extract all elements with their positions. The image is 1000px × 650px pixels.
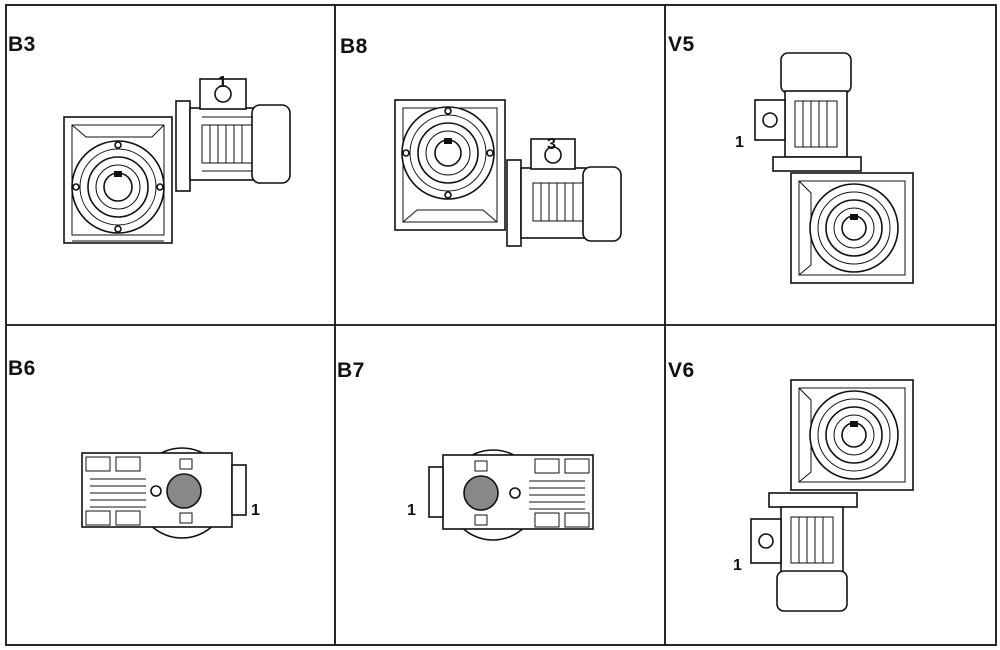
callout-label: 1: [407, 502, 416, 519]
gearbox-b3-drawing: 1: [63, 74, 291, 244]
cell-v5: V5: [665, 5, 996, 325]
gearbox-b8-drawing: 3: [394, 99, 622, 247]
cell-b6: B6 1: [6, 325, 335, 645]
position-code: B7: [337, 359, 365, 382]
gearbox-b7-drawing: 1: [407, 449, 594, 541]
gearbox-body: [790, 172, 914, 284]
position-code: B8: [340, 35, 368, 58]
cell-b7: B7 1: [335, 325, 665, 645]
gearbox-v6-drawing: 1: [733, 379, 914, 612]
cell-v6: V6: [665, 325, 996, 645]
gearbox-body: [428, 449, 594, 541]
position-code: B6: [8, 357, 36, 380]
callout-label: 1: [735, 134, 744, 151]
callout-label: 3: [547, 136, 556, 153]
cell-b3: B3: [6, 5, 335, 325]
gearbox-body: [63, 116, 173, 244]
motor: [506, 138, 622, 247]
motor: [754, 52, 862, 172]
gearbox-v5-drawing: 1: [735, 52, 914, 284]
gearbox-body: [790, 379, 914, 491]
gearbox-body: [81, 447, 247, 539]
callout-label: 1: [251, 502, 260, 519]
position-code: V6: [668, 359, 695, 382]
gearbox-b6-drawing: 1: [81, 447, 260, 539]
motor: [750, 492, 858, 612]
position-code: V5: [668, 33, 695, 56]
callout-label: 1: [733, 557, 742, 574]
callout-label: 1: [218, 74, 227, 91]
position-code: B3: [8, 33, 36, 56]
gearbox-body: [394, 99, 506, 231]
cell-b8: B8: [335, 5, 665, 325]
motor: [175, 78, 291, 192]
